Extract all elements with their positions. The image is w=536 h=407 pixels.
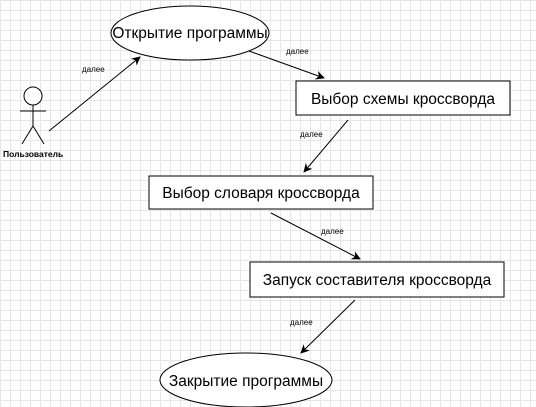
edge-composer-to-close: далее (290, 299, 356, 354)
node-close-program[interactable]: Закрытие программы (159, 352, 333, 407)
edge-open-to-scheme: далее (248, 47, 325, 80)
node-choose-dictionary[interactable]: Выбор словаря кроссворда (148, 175, 374, 210)
node-label-open-program: Открытие программы (112, 25, 267, 42)
actor-user[interactable]: Пользователь (3, 86, 63, 159)
edge-label-dictionary-to-composer: далее (321, 227, 344, 236)
edge-dictionary-to-composer: далее (270, 212, 361, 260)
node-open-program[interactable]: Открытие программы (110, 5, 270, 61)
stick-figure-icon (20, 86, 46, 145)
edge-label-open-to-scheme: далее (286, 47, 309, 56)
node-choose-scheme[interactable]: Выбор схемы кроссворда (295, 80, 511, 116)
edge-actor-to-open: далее (48, 56, 141, 132)
edge-label-scheme-to-dictionary: далее (300, 130, 323, 139)
node-label-choose-scheme: Выбор схемы кроссворда (311, 91, 495, 108)
actor-label: Пользователь (3, 149, 63, 159)
node-label-choose-dictionary: Выбор словаря кроссворда (162, 185, 360, 202)
node-run-composer[interactable]: Запуск составителя кроссворда (249, 261, 505, 298)
node-label-run-composer: Запуск составителя кроссворда (263, 272, 492, 289)
node-label-close-program: Закрытие программы (169, 373, 323, 390)
edge-scheme-to-dictionary: далее (300, 119, 349, 173)
edge-label-actor-to-open: далее (82, 65, 105, 74)
edge-label-composer-to-close: далее (290, 318, 313, 327)
